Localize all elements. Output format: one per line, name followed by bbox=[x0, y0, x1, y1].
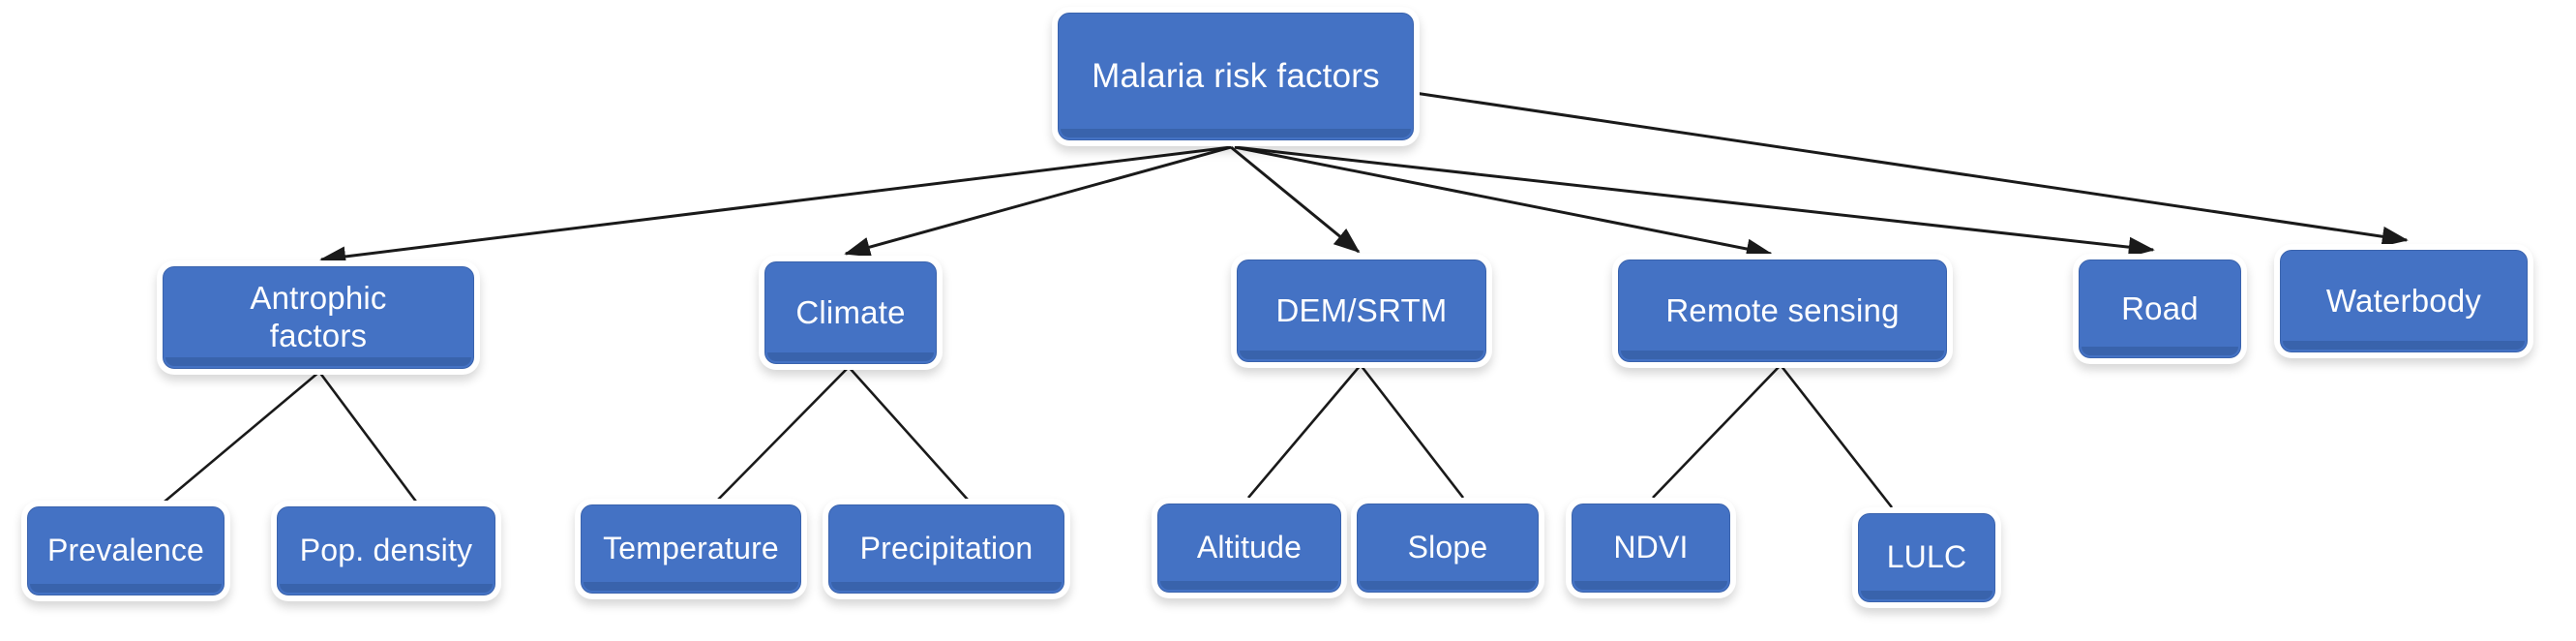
node-remote[interactable]: Remote sensing bbox=[1618, 259, 1947, 362]
edge-dem-to-altitude bbox=[1247, 364, 1362, 499]
node-label-waterbody: Waterbody bbox=[2325, 282, 2482, 319]
node-label-dem: DEM/SRTM bbox=[1275, 291, 1448, 328]
edge-climate-to-temperature bbox=[717, 366, 850, 501]
node-temperature[interactable]: Temperature bbox=[581, 504, 801, 594]
node-root[interactable]: Malaria risk factors bbox=[1058, 13, 1414, 140]
node-slope[interactable]: Slope bbox=[1357, 504, 1539, 593]
node-label-antrophic: Antrophic factors bbox=[250, 280, 387, 353]
node-label-remote: Remote sensing bbox=[1665, 291, 1900, 328]
edge-antrophic-to-prevalence bbox=[164, 371, 320, 503]
edge-root-to-dem bbox=[1230, 145, 1361, 254]
edge-root-to-remote bbox=[1234, 145, 1773, 259]
edge-antrophic-to-popdensity bbox=[317, 371, 418, 503]
node-climate[interactable]: Climate bbox=[764, 261, 937, 364]
node-label-altitude: Altitude bbox=[1196, 530, 1303, 565]
node-label-temperature: Temperature bbox=[603, 531, 779, 566]
node-label-ndvi: NDVI bbox=[1613, 530, 1689, 565]
node-label-prevalence: Prevalence bbox=[46, 533, 205, 568]
node-waterbody[interactable]: Waterbody bbox=[2280, 250, 2528, 352]
edge-root-to-climate bbox=[844, 145, 1232, 258]
node-label-popdensity: Pop. density bbox=[299, 533, 473, 568]
node-precipitation[interactable]: Precipitation bbox=[828, 504, 1064, 594]
node-lulc[interactable]: LULC bbox=[1858, 513, 1995, 602]
node-road[interactable]: Road bbox=[2079, 259, 2241, 358]
edge-root-to-antrophic bbox=[319, 145, 1232, 267]
node-popdensity[interactable]: Pop. density bbox=[277, 506, 495, 595]
node-label-climate: Climate bbox=[795, 293, 906, 330]
node-label-road: Road bbox=[2121, 290, 2199, 326]
node-label-lulc: LULC bbox=[1886, 539, 1967, 575]
node-prevalence[interactable]: Prevalence bbox=[27, 506, 225, 595]
edge-root-to-road bbox=[1234, 145, 2155, 258]
edge-climate-to-precipitation bbox=[848, 366, 969, 501]
node-label-root: Malaria risk factors bbox=[1092, 57, 1380, 96]
node-dem[interactable]: DEM/SRTM bbox=[1237, 259, 1486, 362]
node-altitude[interactable]: Altitude bbox=[1157, 504, 1341, 593]
node-antrophic[interactable]: Antrophic factors bbox=[163, 266, 474, 369]
node-ndvi[interactable]: NDVI bbox=[1572, 504, 1730, 593]
edge-root-to-waterbody bbox=[1414, 91, 2409, 247]
edge-dem-to-slope bbox=[1359, 364, 1465, 499]
node-label-slope: Slope bbox=[1407, 530, 1488, 565]
node-label-precipitation: Precipitation bbox=[859, 531, 1033, 566]
edge-remote-to-ndvi bbox=[1652, 364, 1782, 499]
edge-remote-to-lulc bbox=[1779, 364, 1894, 508]
